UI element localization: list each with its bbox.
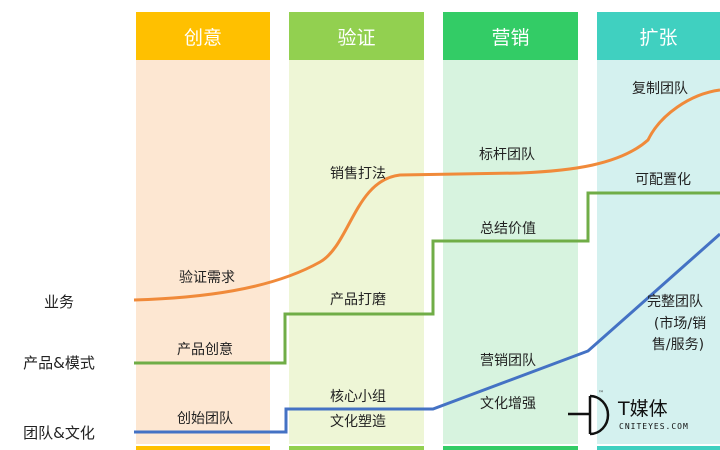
team-label-sales-service: 售/服务) xyxy=(651,337,705,353)
row-label-team-culture: 团队&文化 xyxy=(23,424,95,442)
tmedia-logo-mark-icon xyxy=(568,394,610,436)
column-header-expansion: 扩张 xyxy=(597,12,720,60)
tmedia-logo-subtitle: CNITEYES.COM xyxy=(619,422,689,431)
product-label-configurable: 可配置化 xyxy=(635,172,691,188)
tmedia-logo-title: T媒体 xyxy=(618,398,668,420)
business-label-benchmark-team: 标杆团队 xyxy=(479,147,535,163)
team-label-marketing-team: 营销团队 xyxy=(480,353,536,369)
team-curve xyxy=(134,232,720,434)
column-body-validation xyxy=(289,60,424,444)
team-label-core-group: 核心小组 xyxy=(330,389,386,405)
business-curve xyxy=(133,88,720,302)
team-label-founding-team: 创始团队 xyxy=(177,411,233,427)
tmedia-logo: ™ T媒体 CNITEYES.COM xyxy=(568,390,720,442)
product-curve xyxy=(134,191,720,365)
column-header-ideation: 创意 xyxy=(136,12,270,60)
column-foot-validation xyxy=(289,446,424,450)
column-body-ideation xyxy=(136,60,270,444)
team-label-culture-boost: 文化增强 xyxy=(480,396,536,412)
column-foot-marketing xyxy=(443,446,578,450)
tmedia-logo-tm: ™ xyxy=(598,390,604,397)
business-label-replicate-team: 复制团队 xyxy=(632,81,688,97)
column-header-marketing: 营销 xyxy=(443,12,578,60)
column-foot-ideation xyxy=(136,446,270,450)
product-label-product-polish: 产品打磨 xyxy=(330,292,386,308)
row-label-product-model: 产品&模式 xyxy=(23,354,95,372)
team-label-market-sales: (市场/销 xyxy=(653,316,707,332)
column-header-validation: 验证 xyxy=(289,12,424,60)
product-label-summarize-value: 总结价值 xyxy=(480,221,536,237)
column-foot-expansion xyxy=(597,446,720,450)
product-label-product-idea: 产品创意 xyxy=(177,342,233,358)
row-label-business: 业务 xyxy=(43,293,74,311)
business-label-validate-demand: 验证需求 xyxy=(179,270,235,286)
business-label-sales-playbook: 销售打法 xyxy=(330,166,386,182)
team-label-complete-team: 完整团队 xyxy=(647,294,703,310)
team-label-culture-shaping: 文化塑造 xyxy=(330,414,386,430)
